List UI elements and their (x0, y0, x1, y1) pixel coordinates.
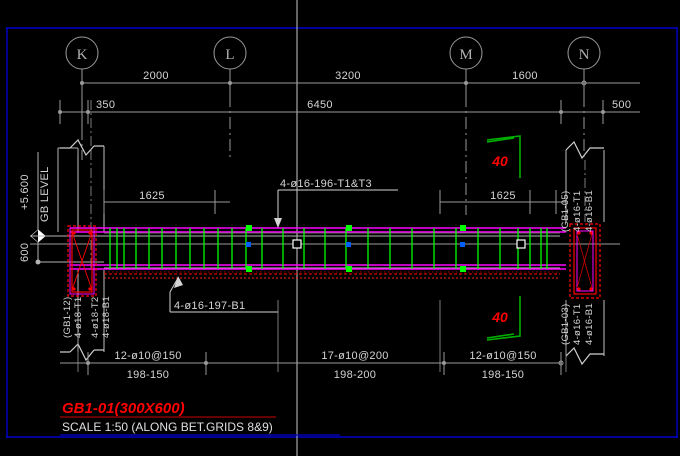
stirrup-spec-mid: 17-ø10@200 (321, 350, 388, 362)
right-top-label-bar-t1: 4-ø16-T1 (572, 191, 583, 232)
dimension-3200: 3200 (335, 70, 361, 82)
beam-longitudinal-rebar (70, 227, 566, 270)
left-label-bar-b1: 4-ø18-B1 (101, 296, 112, 338)
stirrup-schedule-dimlines (60, 352, 564, 375)
grid-bubble-label-k: K (77, 47, 88, 63)
callout-top-rebar: 4-ø16-196-T1&T3 (280, 178, 372, 190)
interior-dimension-lines (103, 190, 566, 214)
callout-leaders (169, 189, 398, 313)
sheet-border (6, 27, 678, 438)
right-bottom-label-bar-t1: 4-ø16-T1 (572, 304, 583, 345)
dimension-2000: 2000 (143, 70, 169, 82)
stirrup-spec-left: 12-ø10@150 (114, 350, 181, 362)
beam-depth-text: 600 (19, 243, 31, 262)
dimension-500: 500 (612, 99, 631, 111)
level-label-text: GB LEVEL (39, 166, 51, 222)
selection-grips (246, 225, 526, 272)
dimension-row-secondary (58, 100, 640, 124)
dimension-1600: 1600 (512, 70, 538, 82)
bottom-dimension-extension (77, 300, 567, 372)
title-underline (60, 416, 340, 436)
stirrups-group (109, 228, 548, 269)
left-label-bar-t1: 4-ø18-T1 (73, 297, 84, 338)
left-label-bar-t2: 4-ø18-T2 (90, 297, 101, 338)
stirrup-count-left: 198-150 (127, 369, 169, 381)
dimension-1625-left: 1625 (139, 190, 165, 202)
annotation-40-top: 40 (491, 153, 508, 169)
grid-bubble-label-n: N (579, 47, 590, 63)
dimension-350: 350 (96, 99, 115, 111)
grid-bubble-label-l: L (225, 47, 234, 63)
drawing-title: GB1-01(300X600) (62, 400, 185, 417)
right-bottom-label-bar-b1: 4-ø16-B1 (584, 303, 595, 345)
right-bottom-label-code: (GB1-03) (560, 304, 571, 345)
dimension-6450: 6450 (307, 99, 333, 111)
dimension-row-primary (80, 80, 640, 86)
right-top-label-code: (GB1-05) (560, 191, 571, 232)
annotation-40-bottom: 40 (491, 309, 508, 325)
slab-soffit-dashed (104, 271, 560, 279)
callout-bottom-rebar: 4-ø16-197-B1 (174, 300, 245, 312)
level-elevation-text: +5.600 (19, 174, 31, 210)
stirrup-count-right: 198-150 (482, 369, 524, 381)
drawing-subtitle: SCALE 1:50 (ALONG BET.GRIDS 8&9) (62, 420, 273, 434)
stirrup-spec-right: 12-ø10@150 (469, 350, 536, 362)
left-label-code: (GB1-12) (62, 297, 73, 338)
dimension-1625-right: 1625 (490, 190, 516, 202)
left-column-section (67, 225, 97, 297)
right-top-label-bar-b1: 4-ø16-B1 (584, 190, 595, 232)
grid-bubble-label-m: M (459, 47, 472, 63)
stirrup-count-mid: 198-200 (334, 369, 376, 381)
development-length-leaders (486, 135, 521, 341)
